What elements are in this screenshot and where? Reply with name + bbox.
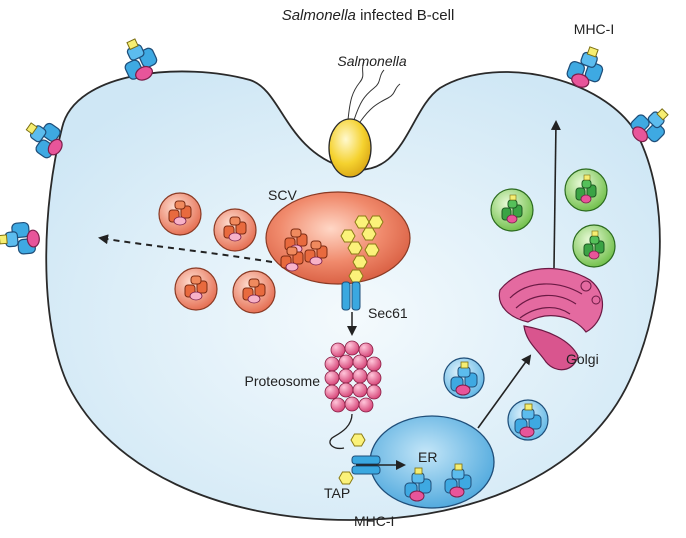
golgi-vesicles (490, 168, 616, 268)
golgi-apparatus (498, 267, 604, 371)
exocytosis-dashed-arrow (98, 234, 273, 263)
scv-label: SCV (268, 187, 297, 203)
diagram-title: Salmonella infected B-cell (282, 7, 455, 24)
golgi-label: Golgi (566, 351, 599, 367)
tap-label: TAP (324, 485, 350, 501)
er-label: ER (418, 449, 437, 465)
sec61-channel (341, 269, 364, 311)
title-species: Salmonella (282, 7, 356, 24)
mhc-surface-label: MHC-I (574, 21, 614, 37)
golgi-to-surface-arrow (550, 120, 561, 269)
salmonella-label: Salmonella (337, 53, 406, 69)
title-rest: infected B-cell (356, 7, 454, 24)
mhc-er-label: MHC-I (354, 513, 394, 529)
er-to-golgi-arrow (477, 354, 532, 429)
tap-transporter (338, 455, 406, 485)
salmonella-bacterium (328, 61, 401, 178)
proteosome-label: Proteosome (245, 373, 321, 389)
peptide-after-proteasome (350, 433, 366, 447)
peptide-chain (329, 413, 353, 450)
er-vesicles (443, 357, 549, 441)
sec61-label: Sec61 (368, 305, 408, 321)
scv-vesicles (158, 192, 276, 314)
